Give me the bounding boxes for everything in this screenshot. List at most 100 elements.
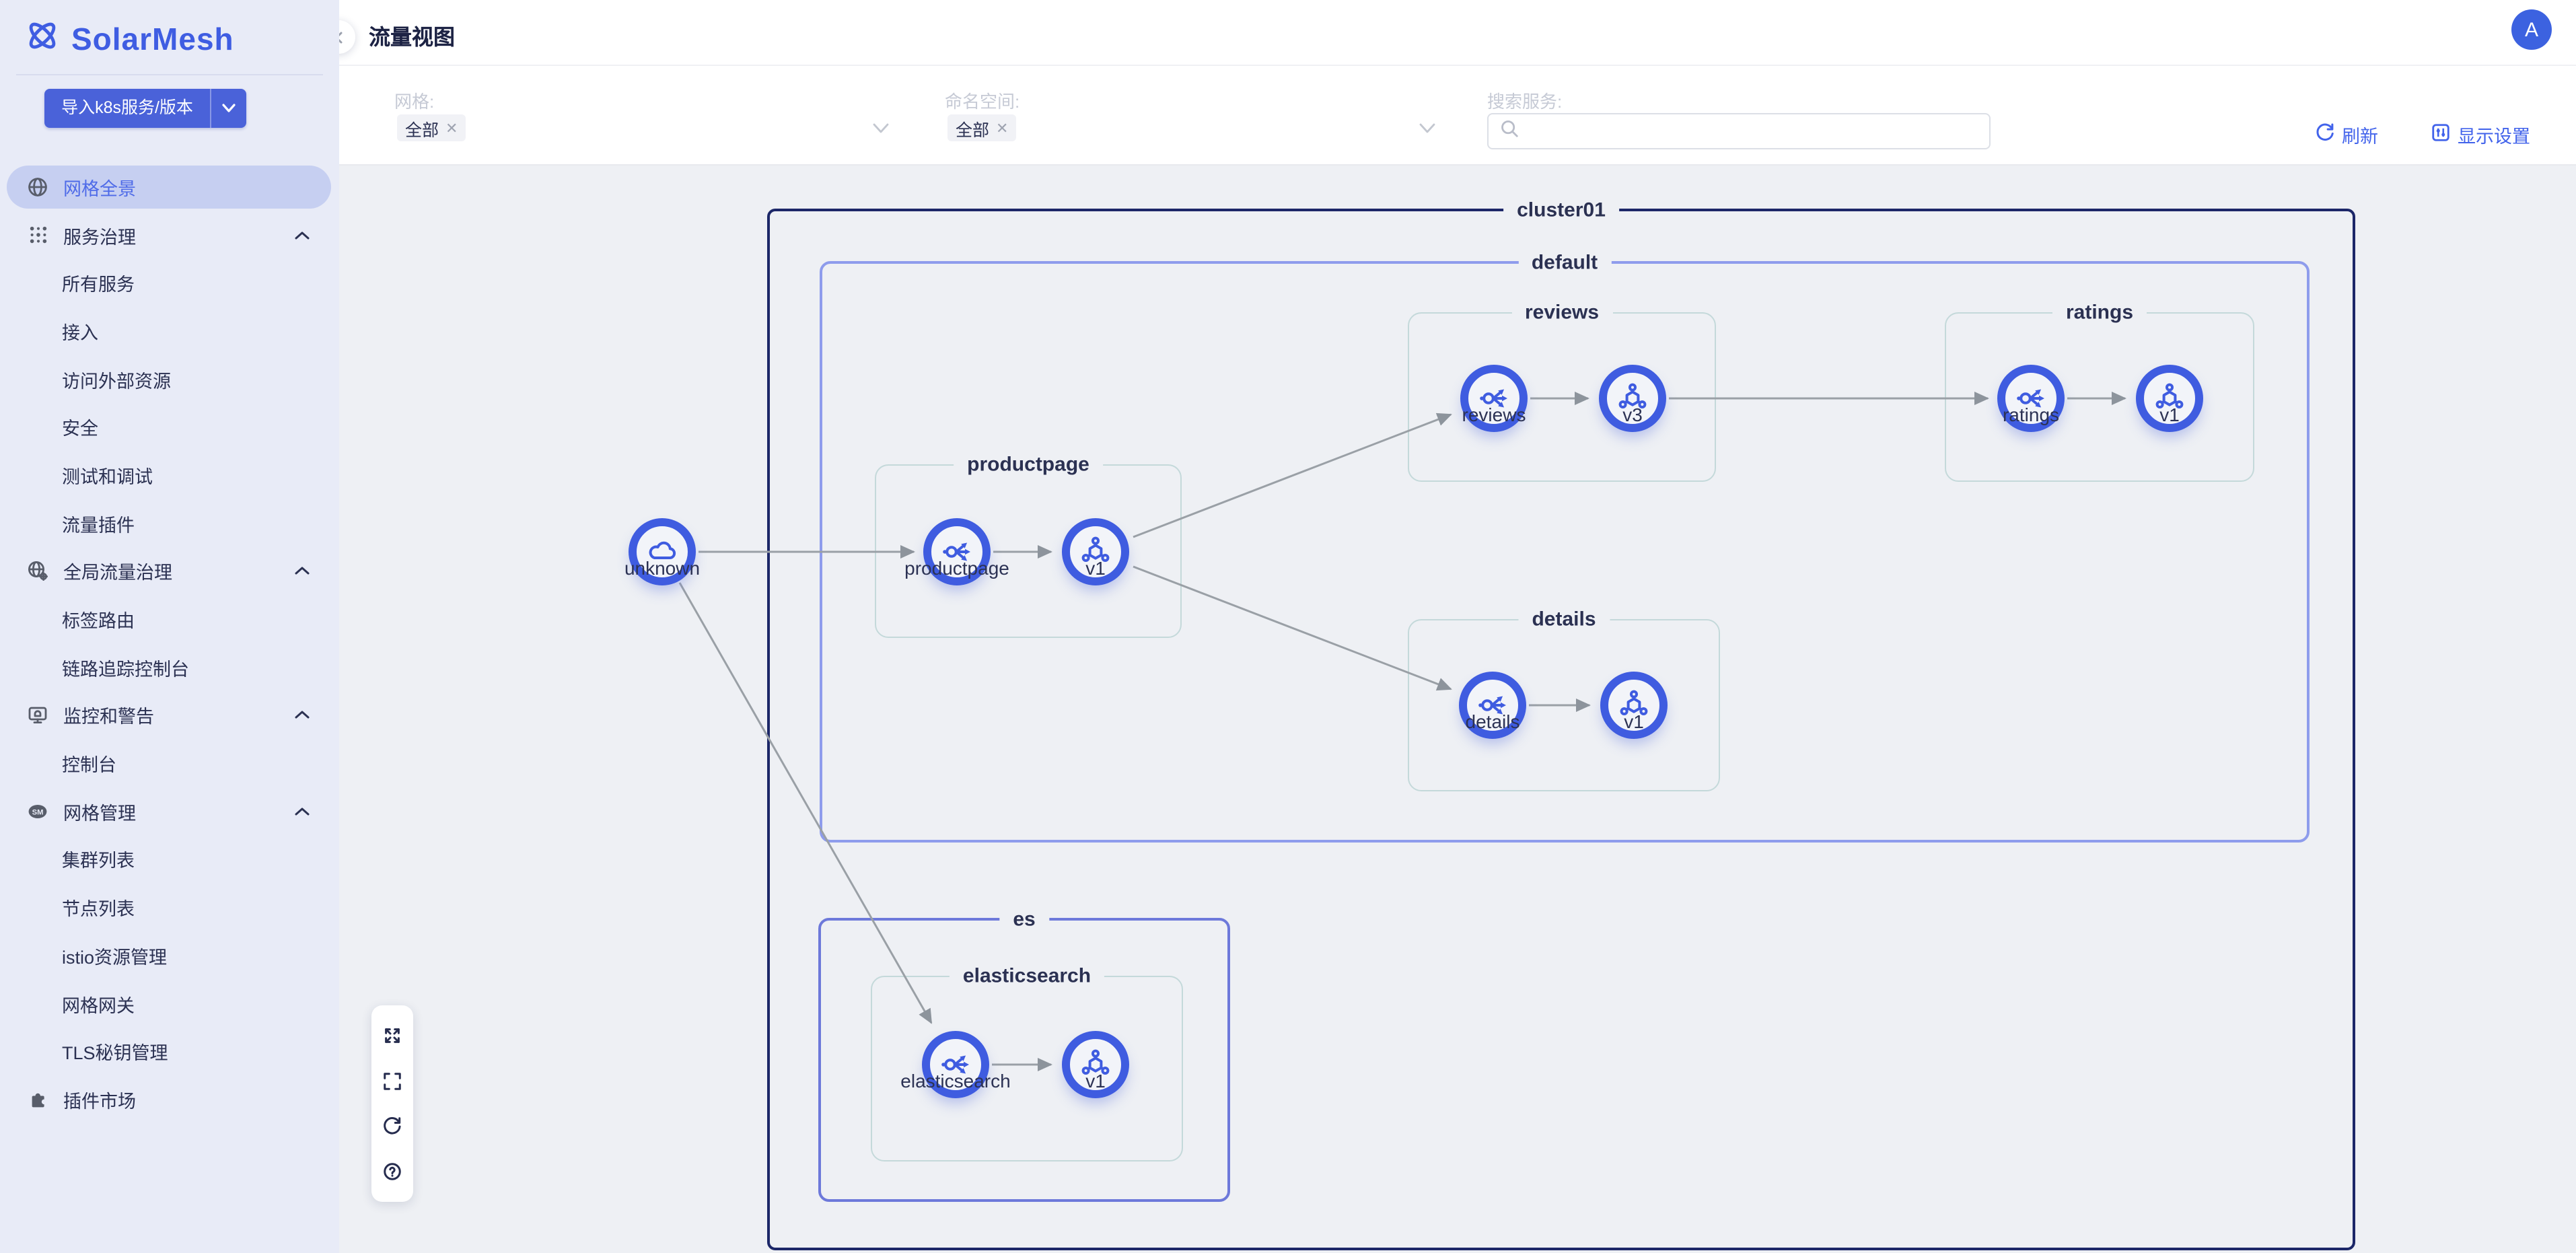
sidebar-item-test-debug[interactable]: 测试和调试 bbox=[0, 451, 339, 499]
namespace-label: default bbox=[1518, 251, 1611, 274]
node-label-details-v1: v1 bbox=[1540, 711, 1728, 732]
sidebar-item-tracing-console[interactable]: 链路追踪控制台 bbox=[0, 643, 339, 691]
namespace-filter-tag[interactable]: 全部 ✕ bbox=[947, 114, 1016, 141]
sidebar-item-external-resources[interactable]: 访问外部资源 bbox=[0, 355, 339, 403]
sidebar-group-global-traffic[interactable]: 全局流量治理 bbox=[0, 547, 339, 595]
details-group-box: details bbox=[1408, 619, 1720, 791]
sm-badge-icon: SM bbox=[27, 801, 48, 822]
chevron-up-icon[interactable] bbox=[295, 807, 310, 816]
import-dropdown-toggle[interactable] bbox=[210, 89, 246, 128]
traffic-graph-canvas[interactable]: cluster01 default reviews ratings produc… bbox=[339, 166, 2576, 1253]
search-service-input[interactable] bbox=[1528, 120, 1989, 143]
refresh-icon bbox=[2315, 122, 2335, 147]
node-label-reviews-v3: v3 bbox=[1538, 404, 1727, 425]
globe-gear-icon bbox=[27, 561, 48, 582]
chevron-up-icon[interactable] bbox=[295, 230, 310, 240]
sidebar-item-label: 控制台 bbox=[62, 750, 116, 777]
elasticsearch-group-label: elasticsearch bbox=[950, 964, 1104, 987]
app-logo: SolarMesh bbox=[24, 17, 234, 61]
sidebar: SolarMesh 导入k8s服务/版本 网格全景 服务治理 bbox=[0, 0, 339, 1253]
search-filter-label: 搜索服务: bbox=[1487, 87, 1562, 113]
monitor-bell-icon bbox=[27, 705, 48, 726]
app-title: SolarMesh bbox=[71, 21, 234, 57]
display-settings-button[interactable]: 显示设置 bbox=[2431, 121, 2530, 148]
sidebar-item-tls-keys[interactable]: TLS秘钥管理 bbox=[0, 1028, 339, 1075]
sidebar-item-label: TLS秘钥管理 bbox=[62, 1038, 168, 1065]
solarmesh-logo-icon bbox=[24, 17, 61, 61]
chevron-up-icon[interactable] bbox=[295, 567, 310, 576]
es-namespace-label: es bbox=[999, 908, 1048, 931]
canvas-toolbar bbox=[371, 1005, 413, 1202]
refresh-button[interactable]: 刷新 bbox=[2315, 121, 2378, 148]
svg-text:SM: SM bbox=[32, 808, 44, 816]
node-label-productpage-v1: v1 bbox=[1001, 557, 1190, 579]
filter-bar: 网格: 全部 ✕ 命名空间: 全部 ✕ 搜索服务: 刷新 bbox=[339, 66, 2576, 166]
sidebar-item-label: 监控和警告 bbox=[63, 702, 154, 729]
details-group-label: details bbox=[1518, 608, 1609, 631]
refresh-button-label: 刷新 bbox=[2342, 121, 2378, 148]
chevron-up-icon[interactable] bbox=[295, 711, 310, 720]
sidebar-item-label: istio资源管理 bbox=[62, 942, 167, 969]
cluster-label: cluster01 bbox=[1503, 199, 1619, 221]
mesh-filter-label: 网格: bbox=[394, 87, 434, 113]
namespace-filter-label: 命名空间: bbox=[945, 87, 1019, 113]
sidebar-item-label-routing[interactable]: 标签路由 bbox=[0, 595, 339, 643]
sidebar-group-monitoring[interactable]: 监控和警告 bbox=[0, 691, 339, 739]
mesh-filter-value: 全部 bbox=[405, 115, 439, 141]
sidebar-item-istio-resources[interactable]: istio资源管理 bbox=[0, 931, 339, 979]
reload-icon[interactable] bbox=[381, 1115, 404, 1138]
sidebar-item-traffic-plugins[interactable]: 流量插件 bbox=[0, 499, 339, 547]
fullscreen-icon[interactable] bbox=[381, 1070, 404, 1093]
node-label-ratings-v1: v1 bbox=[2075, 404, 2264, 425]
import-k8s-button-label[interactable]: 导入k8s服务/版本 bbox=[44, 89, 210, 128]
globe-icon bbox=[27, 176, 48, 198]
sidebar-item-plugin-market[interactable]: 插件市场 bbox=[0, 1075, 339, 1123]
search-icon bbox=[1499, 118, 1519, 145]
mesh-filter-tag[interactable]: 全部 ✕ bbox=[397, 114, 466, 141]
productpage-group-label: productpage bbox=[954, 453, 1103, 476]
sidebar-menu: 网格全景 服务治理 所有服务 接入 访问外部资源 安全 测试和调试 流量插件 全… bbox=[0, 163, 339, 1124]
remove-tag-icon[interactable]: ✕ bbox=[445, 119, 458, 137]
sidebar-item-label: 所有服务 bbox=[62, 269, 135, 296]
sidebar-item-security[interactable]: 安全 bbox=[0, 403, 339, 451]
search-service-box bbox=[1487, 113, 1991, 149]
puzzle-icon bbox=[27, 1089, 48, 1110]
sidebar-item-label: 集群列表 bbox=[62, 846, 135, 873]
sidebar-item-label: 标签路由 bbox=[62, 606, 135, 633]
reviews-group-box: reviews bbox=[1408, 312, 1716, 482]
user-avatar[interactable]: A bbox=[2511, 9, 2552, 50]
sidebar-item-label: 网格网关 bbox=[62, 990, 135, 1017]
sidebar-item-cluster-list[interactable]: 集群列表 bbox=[0, 835, 339, 883]
sidebar-group-mesh-management[interactable]: SM 网格管理 bbox=[0, 787, 339, 835]
sidebar-item-onboarding[interactable]: 接入 bbox=[0, 307, 339, 355]
sidebar-item-label: 全局流量治理 bbox=[63, 558, 172, 585]
chevron-down-icon[interactable] bbox=[1419, 122, 1436, 135]
import-k8s-button[interactable]: 导入k8s服务/版本 bbox=[44, 89, 246, 128]
node-label-unknown: unknown bbox=[568, 557, 756, 579]
display-settings-label: 显示设置 bbox=[2458, 121, 2530, 148]
sidebar-item-label: 插件市场 bbox=[63, 1086, 136, 1113]
sidebar-item-console[interactable]: 控制台 bbox=[0, 740, 339, 787]
sidebar-item-all-services[interactable]: 所有服务 bbox=[0, 259, 339, 307]
top-header: 流量视图 A bbox=[339, 0, 2576, 66]
sidebar-item-mesh-overview[interactable]: 网格全景 bbox=[0, 163, 339, 211]
sidebar-group-service-governance[interactable]: 服务治理 bbox=[0, 211, 339, 258]
expand-icon[interactable] bbox=[381, 1025, 404, 1048]
help-icon[interactable] bbox=[381, 1160, 404, 1183]
productpage-group-box: productpage bbox=[875, 464, 1182, 638]
sidebar-item-label: 服务治理 bbox=[63, 221, 136, 248]
node-label-elasticsearch-v1: v1 bbox=[1001, 1070, 1190, 1091]
namespace-filter-value: 全部 bbox=[956, 115, 989, 141]
dots-grid-icon bbox=[27, 224, 48, 246]
sidebar-item-label: 链路追踪控制台 bbox=[62, 653, 189, 680]
chevron-down-icon[interactable] bbox=[872, 122, 890, 135]
sidebar-item-mesh-gateway[interactable]: 网格网关 bbox=[0, 979, 339, 1027]
sidebar-item-label: 网格全景 bbox=[63, 174, 136, 201]
reviews-group-label: reviews bbox=[1511, 301, 1612, 324]
remove-tag-icon[interactable]: ✕ bbox=[996, 119, 1008, 137]
sidebar-item-label: 访问外部资源 bbox=[62, 365, 171, 392]
sidebar-item-label: 安全 bbox=[62, 414, 98, 441]
ratings-group-box: ratings bbox=[1945, 312, 2254, 482]
sidebar-item-node-list[interactable]: 节点列表 bbox=[0, 884, 339, 931]
